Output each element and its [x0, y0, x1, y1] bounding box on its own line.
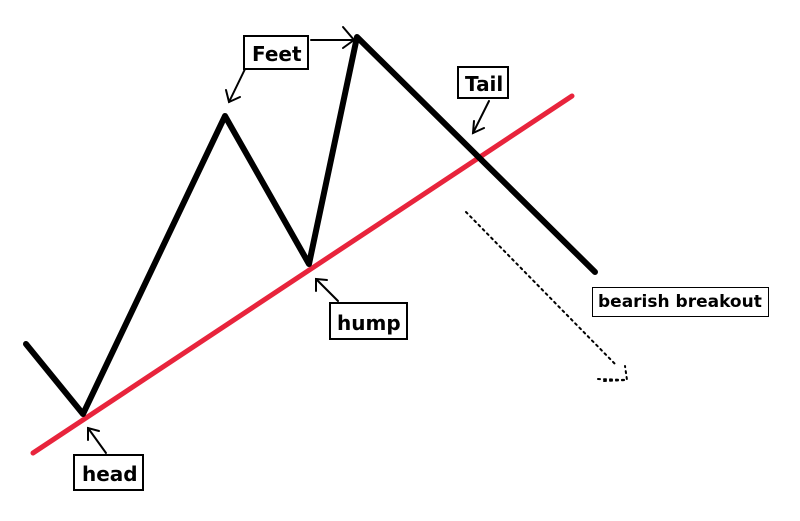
- bearish-breakout-label: bearish breakout: [592, 287, 769, 317]
- hump-label: hump: [329, 302, 408, 340]
- head-arrow-icon: [87, 426, 107, 454]
- feet-label: Feet: [243, 35, 309, 70]
- hump-arrow-icon: [315, 277, 339, 302]
- breakout-dotted-arrow-icon: [465, 211, 629, 382]
- tail-arrow-icon: [471, 100, 490, 135]
- head-label: head: [73, 454, 144, 491]
- feet-left-arrow-icon: [225, 66, 247, 104]
- trend-line: [30, 93, 575, 456]
- feet-right-arrow-icon: [310, 26, 356, 49]
- tail-label: Tail: [457, 66, 509, 99]
- price-path: [23, 34, 598, 417]
